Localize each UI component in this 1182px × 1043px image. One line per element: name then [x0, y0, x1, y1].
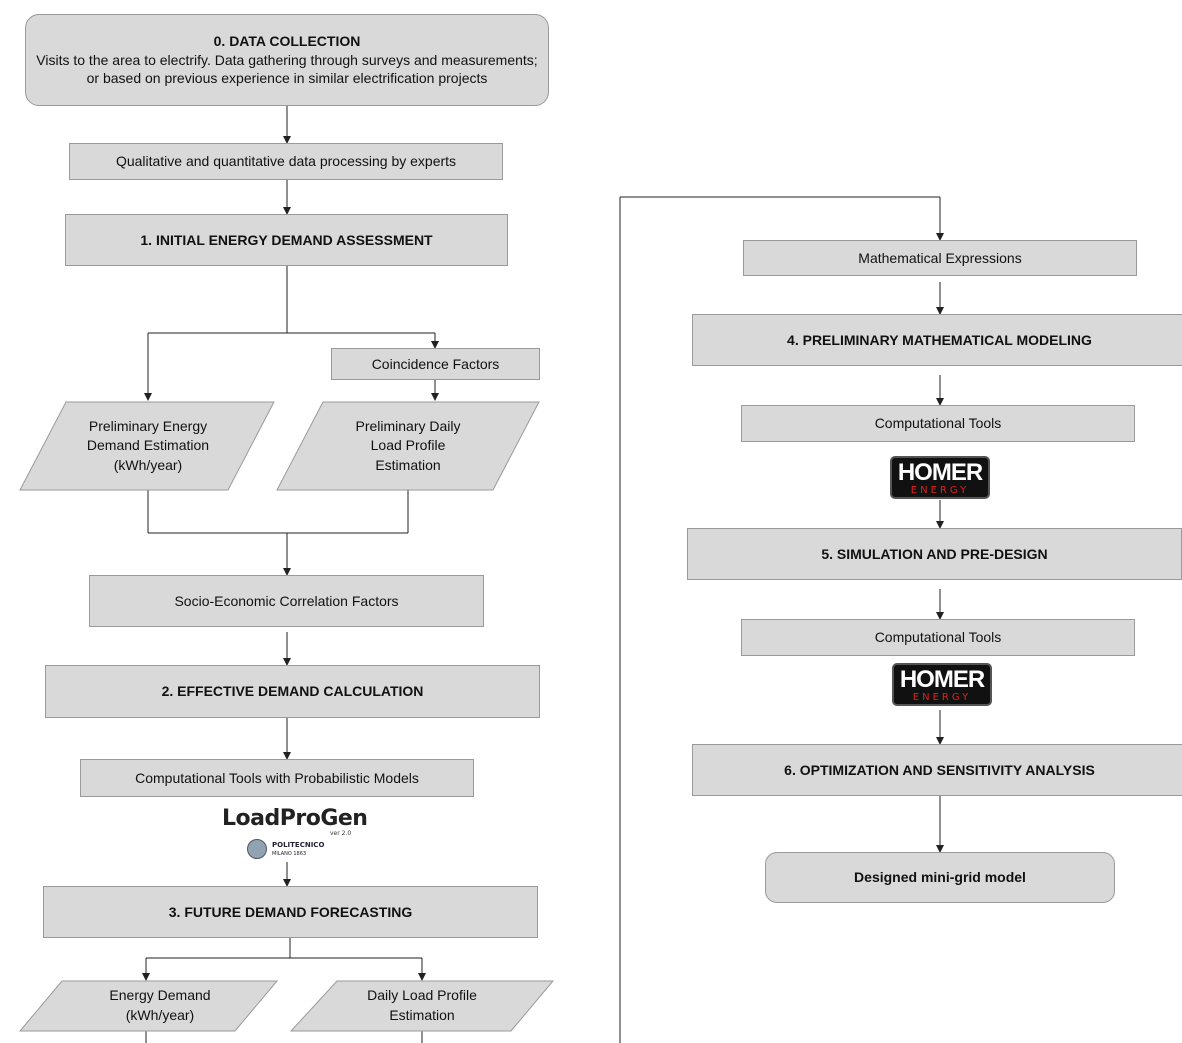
node-socio-economic-label: Socio-Economic Correlation Factors — [174, 592, 399, 609]
node-comp-tools-2: Computational Tools — [741, 619, 1135, 656]
node-prelim-energy-demand-label: Preliminary Energy Demand Estimation (kW… — [86, 417, 210, 473]
node-comp-tools-1: Computational Tools — [741, 405, 1135, 442]
politecnico-name: POLITECNICO — [272, 841, 325, 849]
node-prelim-math-modeling: 4. PRELIMINARY MATHEMATICAL MODELING — [692, 314, 1182, 366]
node-data-collection-text: Visits to the area to electrify. Data ga… — [36, 51, 538, 87]
parallelogram-daily-profile — [289, 980, 555, 1032]
loadprogen-logo-version: ver 2.0 — [330, 830, 352, 837]
node-coincidence-factors: Coincidence Factors — [331, 348, 540, 380]
parallelogram-energy-demand — [18, 980, 279, 1032]
homer-logo-2-name: HOMER — [899, 666, 985, 693]
node-comp-tools-prob-label: Computational Tools with Probabilistic M… — [135, 769, 419, 786]
node-effective-demand: 2. EFFECTIVE DEMAND CALCULATION — [45, 665, 540, 718]
homer-logo-1-name: HOMER — [897, 459, 983, 486]
homer-logo-1-sub: ENERGY — [910, 485, 970, 496]
homer-logo-1: HOMER ENERGY — [890, 456, 990, 499]
node-daily-load-profile: Daily Load Profile Estimation — [352, 981, 492, 1031]
node-comp-tools-prob: Computational Tools with Probabilistic M… — [80, 759, 474, 797]
homer-logo-2: HOMER ENERGY — [892, 663, 992, 706]
node-socio-economic: Socio-Economic Correlation Factors — [89, 575, 484, 627]
node-comp-tools-2-label: Computational Tools — [874, 629, 1002, 646]
node-initial-assessment-label: 1. INITIAL ENERGY DEMAND ASSESSMENT — [140, 231, 433, 248]
node-coincidence-factors-label: Coincidence Factors — [371, 355, 500, 372]
node-effective-demand-label: 2. EFFECTIVE DEMAND CALCULATION — [161, 683, 424, 700]
node-simulation-label: 5. SIMULATION AND PRE-DESIGN — [821, 545, 1048, 562]
node-data-collection: 0. DATA COLLECTION Visits to the area to… — [25, 14, 549, 106]
loadprogen-logo: LoadProGen ver 2.0 POLITECNICO MILANO 18… — [222, 806, 368, 862]
node-prelim-math-modeling-label: 4. PRELIMINARY MATHEMATICAL MODELING — [787, 331, 1092, 348]
node-designed-model: Designed mini-grid model — [765, 852, 1115, 903]
node-daily-load-profile-label: Daily Load Profile Estimation — [367, 987, 477, 1023]
node-energy-demand-label: Energy Demand (kWh/year) — [109, 987, 211, 1023]
node-future-forecasting-label: 3. FUTURE DEMAND FORECASTING — [168, 903, 413, 920]
node-prelim-load-profile-label: Preliminary Daily Load Profile Estimatio… — [355, 417, 461, 473]
node-data-collection-title: 0. DATA COLLECTION — [213, 32, 361, 49]
node-prelim-load-profile: Preliminary Daily Load Profile Estimatio… — [338, 402, 478, 490]
homer-logo-2-sub: ENERGY — [912, 692, 972, 703]
politecnico-seal-icon — [247, 839, 267, 859]
node-optimization: 6. OPTIMIZATION AND SENSITIVITY ANALYSIS — [692, 744, 1182, 796]
politecnico-sub: MILANO 1863 — [272, 851, 307, 857]
loadprogen-logo-name: LoadProGen — [222, 806, 368, 831]
node-initial-assessment: 1. INITIAL ENERGY DEMAND ASSESSMENT — [65, 214, 508, 266]
parallelogram-prelim-profile — [276, 401, 540, 491]
node-data-processing-label: Qualitative and quantitative data proces… — [115, 153, 457, 170]
node-math-expressions: Mathematical Expressions — [743, 240, 1137, 276]
node-math-expressions-label: Mathematical Expressions — [858, 249, 1022, 266]
node-simulation: 5. SIMULATION AND PRE-DESIGN — [687, 528, 1182, 580]
node-future-forecasting: 3. FUTURE DEMAND FORECASTING — [43, 886, 538, 938]
node-designed-model-label: Designed mini-grid model — [854, 869, 1026, 886]
node-energy-demand: Energy Demand (kWh/year) — [80, 981, 240, 1031]
node-data-processing: Qualitative and quantitative data proces… — [69, 143, 503, 180]
parallelogram-prelim-energy — [19, 401, 275, 491]
node-optimization-label: 6. OPTIMIZATION AND SENSITIVITY ANALYSIS — [784, 761, 1095, 778]
node-prelim-energy-demand: Preliminary Energy Demand Estimation (kW… — [82, 402, 214, 490]
node-comp-tools-1-label: Computational Tools — [874, 415, 1002, 432]
